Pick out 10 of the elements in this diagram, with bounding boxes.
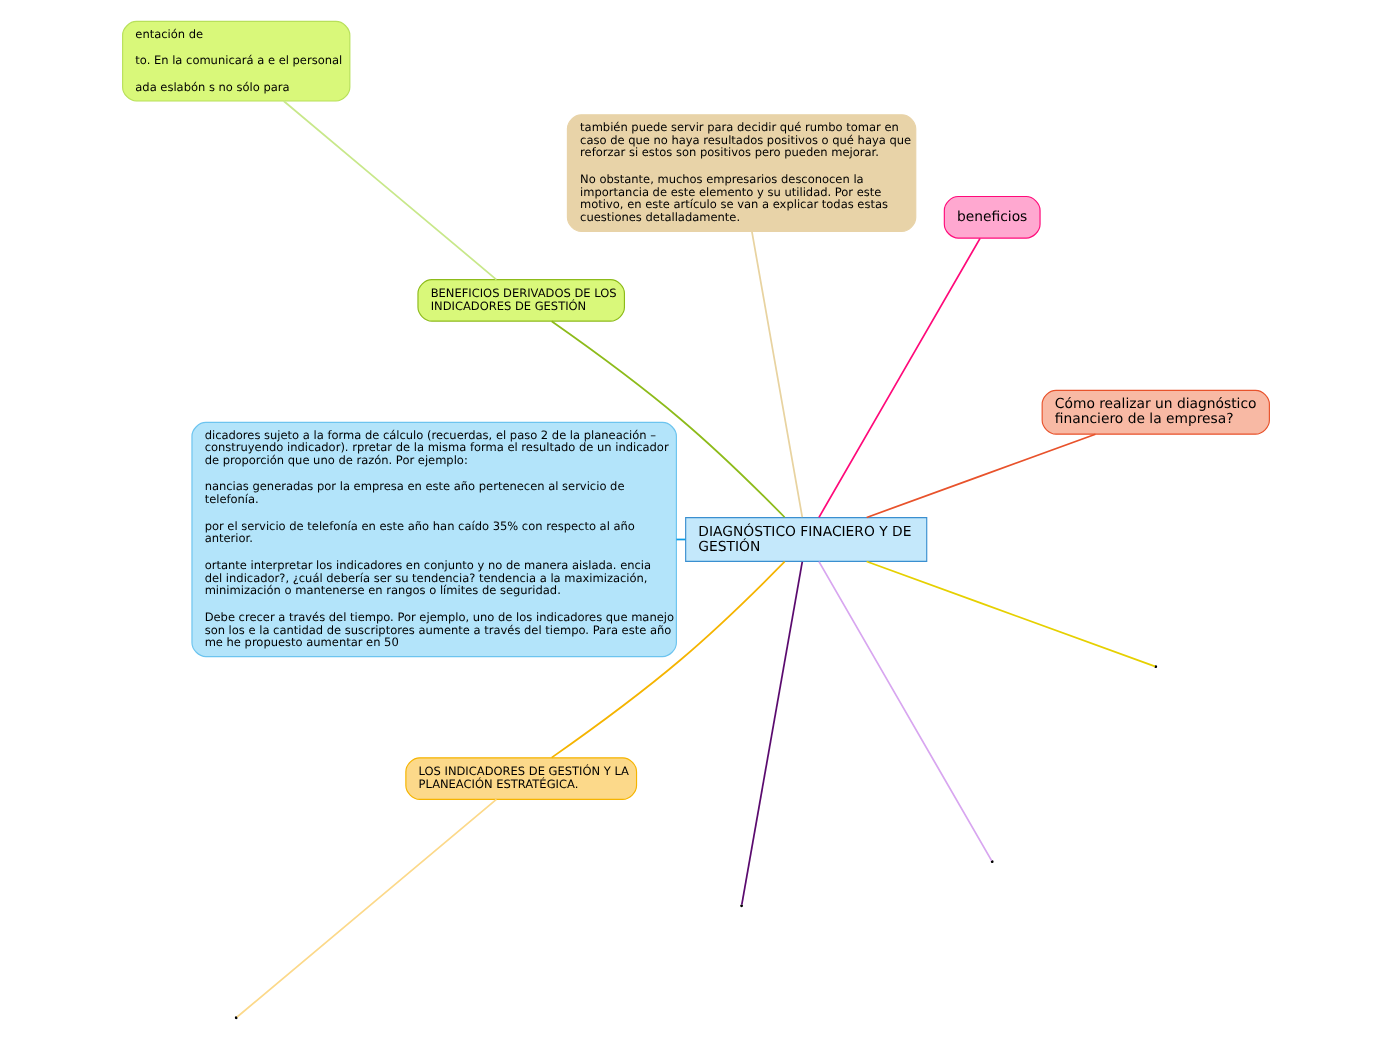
connector — [236, 798, 498, 1018]
connector — [282, 100, 498, 281]
connector — [818, 237, 981, 519]
connector — [550, 320, 786, 519]
connector — [740, 561, 804, 906]
connector — [865, 560, 1156, 668]
connector — [751, 230, 804, 518]
connector — [550, 560, 786, 759]
connector — [865, 433, 1097, 519]
connector — [818, 560, 993, 862]
